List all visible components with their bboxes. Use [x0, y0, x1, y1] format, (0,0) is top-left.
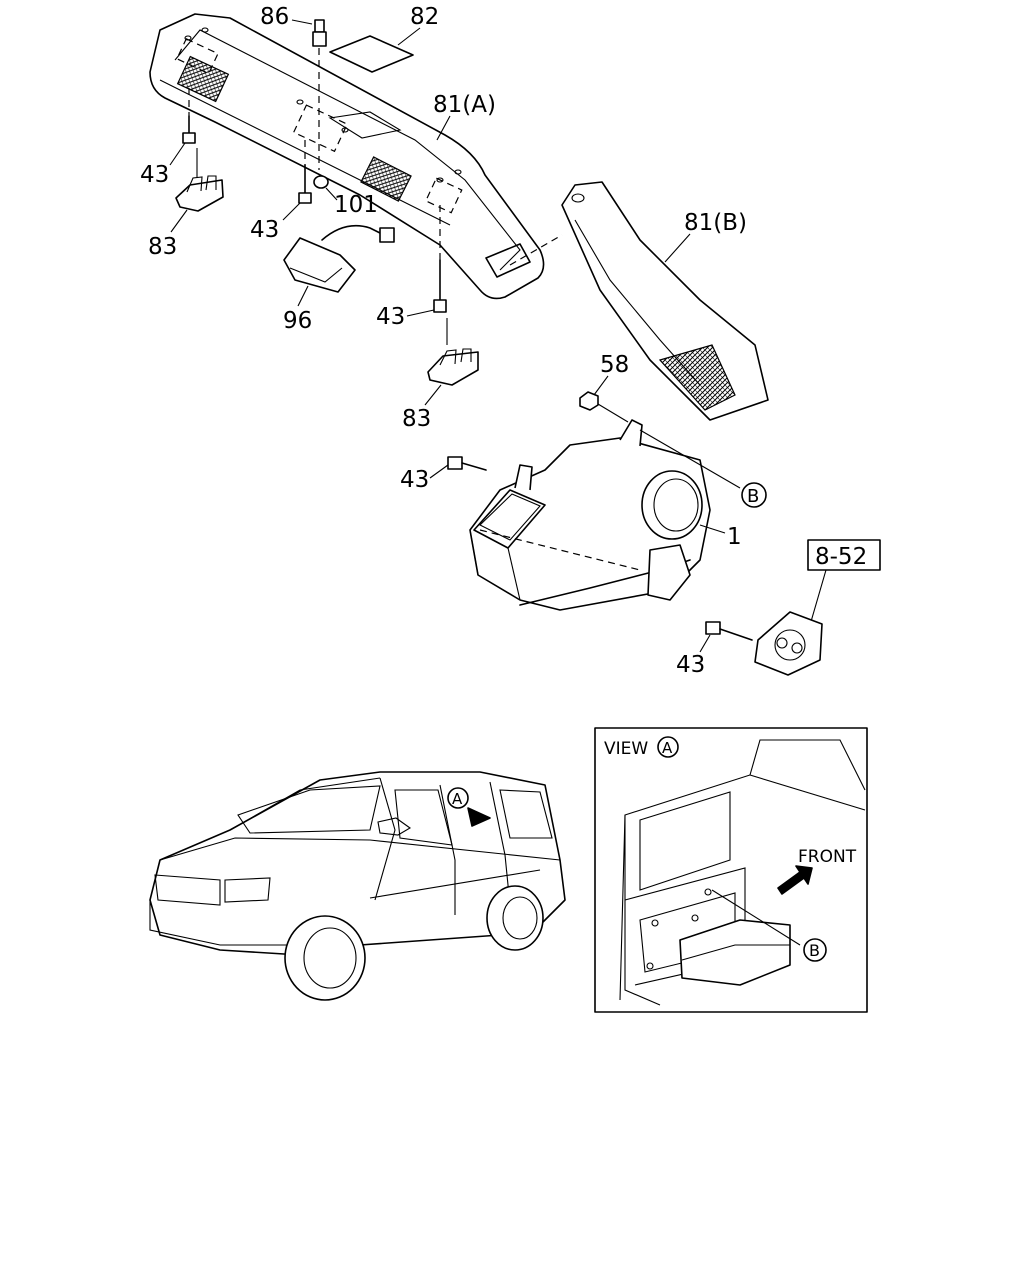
clip-101 [313, 175, 329, 189]
callout-86: 86 [260, 4, 289, 30]
vent-grille-left [176, 55, 230, 103]
callout-b-main: B [741, 482, 767, 508]
callout-58: 58 [600, 352, 629, 378]
callout-43-b: 43 [250, 217, 279, 243]
view-a-panel: VIEW A FRONT B [594, 727, 868, 1013]
callout-43-c: 43 [376, 304, 405, 330]
bolt-43-upper-center [298, 140, 312, 204]
blower-unit-1 [469, 419, 711, 611]
callout-83-b: 83 [402, 406, 431, 432]
pad-82 [329, 35, 414, 73]
callout-81a: 81(A) [433, 92, 496, 118]
callout-101: 101 [334, 192, 378, 218]
callout-81b: 81(B) [684, 210, 747, 236]
callout-43-d: 43 [400, 467, 429, 493]
bolt-43-blower [447, 456, 487, 471]
plate-8-52 [754, 611, 823, 676]
view-title: VIEW [604, 739, 648, 759]
vent-grille-center [360, 156, 412, 202]
vehicle-illustration: A [149, 771, 566, 1001]
side-duct-81b [561, 181, 769, 421]
callout-96: 96 [283, 308, 312, 334]
svg-text:8-52: 8-52 [815, 544, 867, 570]
bolt-43-upper-left [182, 88, 196, 144]
vehicle-marker-a: A [452, 790, 463, 808]
cover-83-left [175, 148, 224, 212]
rear-duct-81a [149, 13, 545, 300]
view-marker-a: A [662, 739, 673, 757]
nut-58 [579, 391, 599, 411]
ref-box-8-52: 8-52 [807, 539, 881, 571]
callout-43-e: 43 [676, 652, 705, 678]
svg-text:B: B [747, 486, 759, 507]
view-callout-b: B [809, 941, 820, 960]
bolt-43-plate [705, 621, 753, 641]
callout-1: 1 [727, 524, 742, 550]
cover-83-lower [427, 318, 479, 386]
callout-83-a: 83 [148, 234, 177, 260]
bolt-86 [312, 19, 327, 47]
callout-43-a: 43 [140, 162, 169, 188]
bolt-43-mid [433, 205, 447, 313]
lamp-96 [283, 224, 395, 293]
callout-82: 82 [410, 4, 439, 30]
front-label: FRONT [798, 847, 857, 867]
